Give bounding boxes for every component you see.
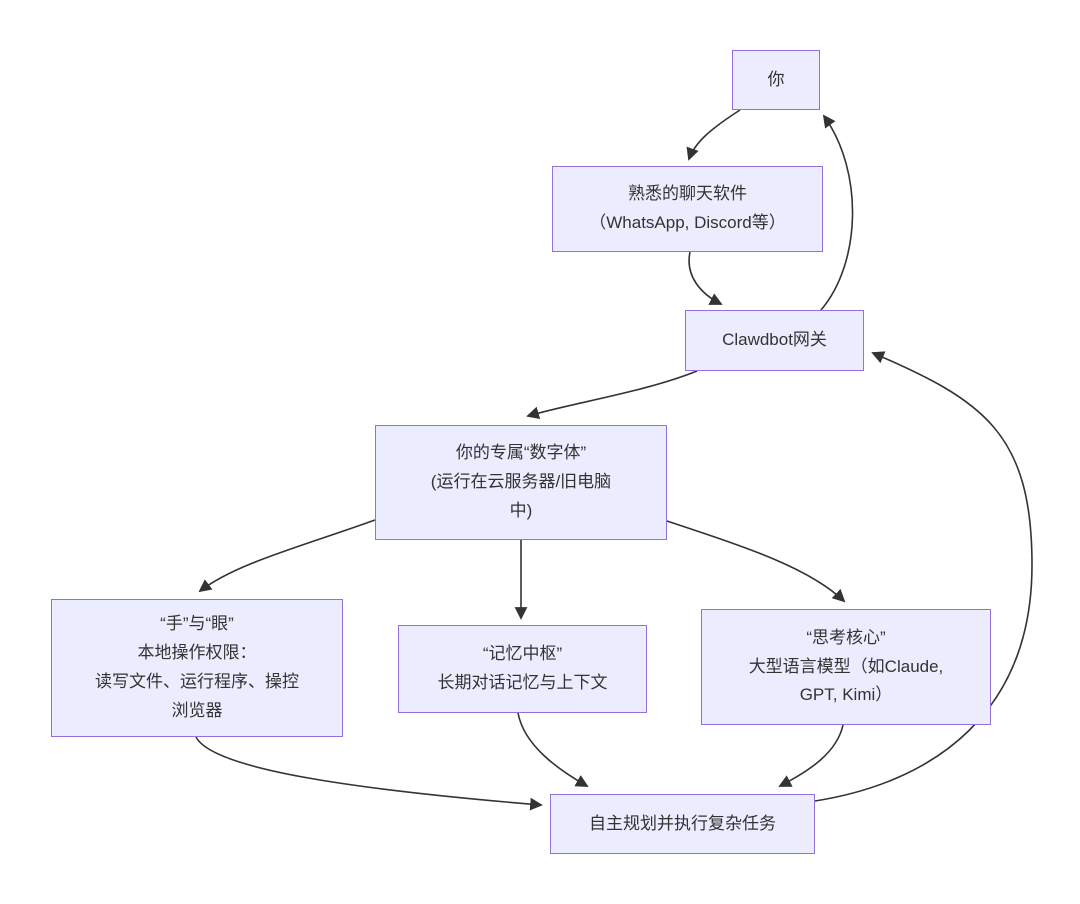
edge-chat-to-gateway xyxy=(688,251,723,305)
edge-think-to-plan xyxy=(778,724,844,787)
node-thinking-core-label: “思考核心” 大型语言模型（如Claude, GPT, Kimi） xyxy=(748,627,944,705)
edge-hands-to-plan xyxy=(195,736,543,811)
node-hands-and-eyes-label: “手”与“眼” 本地操作权限： 读写文件、运行程序、操控 浏览器 xyxy=(95,614,299,720)
node-memory-hub: “记忆中枢” 长期对话记忆与上下文 xyxy=(398,625,647,713)
node-memory-hub-label: “记忆中枢” 长期对话记忆与上下文 xyxy=(437,644,608,692)
edge-memory-to-plan xyxy=(517,712,589,787)
node-clawdbot-gateway: Clawdbot网关 xyxy=(685,310,864,371)
edge-body-to-hands xyxy=(198,519,376,593)
node-you-label: 你 xyxy=(767,69,785,89)
node-autonomous-tasks-label: 自主规划并执行复杂任务 xyxy=(589,813,776,833)
node-digital-body-label: 你的专属“数字体” (运行在云服务器/旧电脑 中) xyxy=(430,443,612,520)
node-digital-body: 你的专属“数字体” (运行在云服务器/旧电脑 中) xyxy=(375,425,667,540)
node-chat-apps: 熟悉的聊天软件 （WhatsApp, Discord等） xyxy=(552,166,823,252)
node-chat-apps-label: 熟悉的聊天软件 （WhatsApp, Discord等） xyxy=(589,184,786,232)
node-clawdbot-gateway-label: Clawdbot网关 xyxy=(722,330,827,350)
edge-gateway-to-body xyxy=(526,370,698,420)
edge-body-to-think xyxy=(666,520,846,603)
edge-gateway-to-you xyxy=(820,114,854,311)
node-thinking-core: “思考核心” 大型语言模型（如Claude, GPT, Kimi） xyxy=(701,609,991,725)
edge-plan-to-gateway xyxy=(814,351,1033,802)
node-hands-and-eyes: “手”与“眼” 本地操作权限： 读写文件、运行程序、操控 浏览器 xyxy=(51,599,343,737)
node-autonomous-tasks: 自主规划并执行复杂任务 xyxy=(550,794,815,854)
edge-you-to-chat xyxy=(686,109,741,161)
node-you: 你 xyxy=(732,50,820,110)
